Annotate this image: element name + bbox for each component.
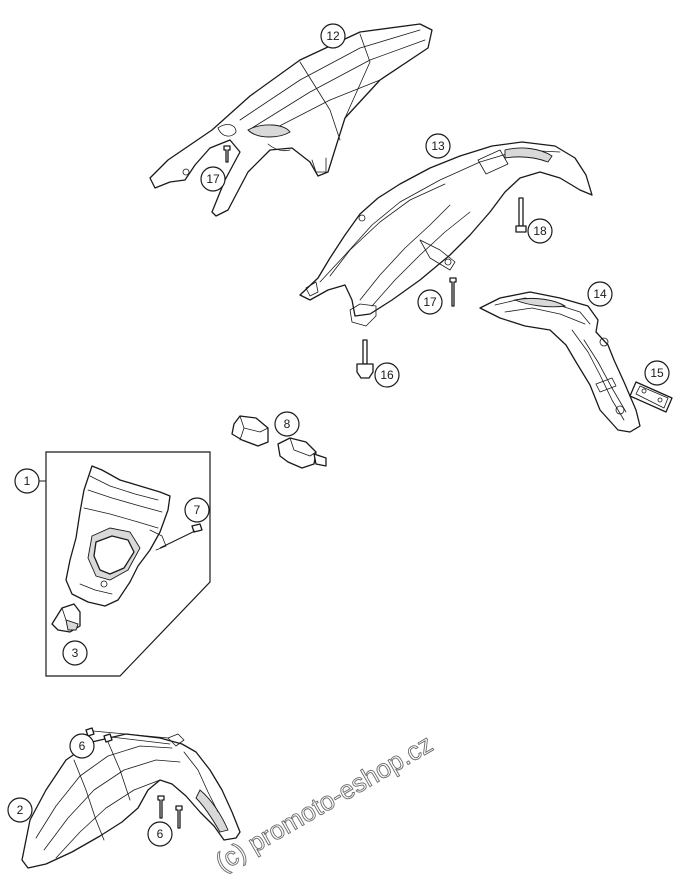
- svg-text:15: 15: [650, 366, 664, 380]
- callout-12[interactable]: 12: [320, 23, 346, 49]
- watermark-text: (c) promoto-eshop.cz: [210, 728, 438, 877]
- callout-18[interactable]: 18: [527, 218, 553, 244]
- svg-text:17: 17: [423, 295, 437, 309]
- svg-text:18: 18: [533, 224, 547, 238]
- callout-15[interactable]: 15: [644, 360, 670, 386]
- svg-text:3: 3: [72, 646, 79, 660]
- svg-text:6: 6: [157, 827, 164, 841]
- part-13-rear-fender[interactable]: [299, 141, 593, 327]
- svg-text:2: 2: [17, 803, 24, 817]
- screw-7[interactable]: [159, 523, 203, 549]
- svg-text:12: 12: [326, 29, 340, 43]
- part-8-clamp-right[interactable]: [277, 437, 327, 469]
- screw-17-lower[interactable]: [449, 277, 457, 307]
- callout-6-lower[interactable]: 6: [147, 821, 173, 847]
- svg-text:13: 13: [431, 139, 445, 153]
- svg-text:7: 7: [194, 503, 201, 517]
- svg-text:6: 6: [79, 739, 86, 753]
- screw-17-upper[interactable]: [223, 145, 231, 163]
- screw-18[interactable]: [515, 197, 527, 233]
- part-3-bracket[interactable]: [51, 603, 81, 633]
- part-15-reflector[interactable]: [629, 381, 673, 413]
- callout-2[interactable]: 2: [7, 797, 33, 823]
- part-14-license-plate-holder[interactable]: [479, 291, 641, 433]
- svg-text:8: 8: [284, 417, 291, 431]
- callout-3[interactable]: 3: [62, 640, 88, 666]
- part-1-headlight-mask[interactable]: [65, 465, 171, 607]
- callout-7[interactable]: 7: [184, 497, 210, 523]
- svg-text:1: 1: [24, 474, 31, 488]
- callout-13[interactable]: 13: [425, 133, 451, 159]
- callout-16[interactable]: 16: [374, 362, 400, 388]
- part-8-clamp-left[interactable]: [231, 415, 269, 447]
- callout-6-upper[interactable]: 6: [69, 733, 95, 759]
- svg-text:16: 16: [380, 368, 394, 382]
- svg-text:14: 14: [593, 287, 607, 301]
- assembly-frame-1: [45, 451, 211, 677]
- part-12-seat[interactable]: [149, 23, 433, 217]
- callout-17-lower[interactable]: 17: [417, 289, 443, 315]
- screws-6-upper[interactable]: [85, 727, 171, 745]
- screws-6-lower[interactable]: [157, 795, 183, 829]
- callout-14[interactable]: 14: [587, 281, 613, 307]
- callout-8[interactable]: 8: [274, 411, 300, 437]
- callout-1[interactable]: 1: [14, 468, 40, 494]
- bolt-16[interactable]: [356, 339, 374, 379]
- callout-17-upper[interactable]: 17: [200, 166, 226, 192]
- part-2-front-fender[interactable]: [21, 733, 241, 869]
- svg-text:17: 17: [206, 172, 220, 186]
